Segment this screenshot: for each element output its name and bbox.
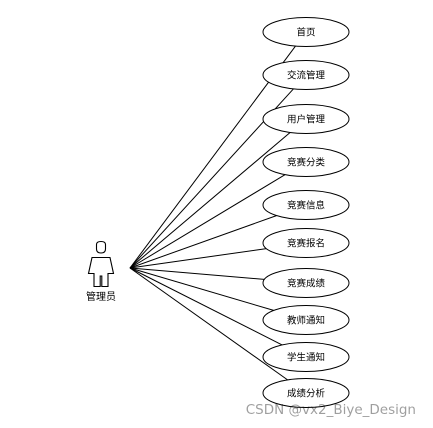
use-case-label: 竞赛信息: [287, 200, 325, 212]
actor-figure-icon: [87, 240, 115, 288]
use-case-9: 学生通知: [262, 342, 350, 372]
association-lines: [129, 45, 296, 381]
use-case-label: 成绩分析: [287, 388, 326, 400]
association-line: [129, 45, 296, 269]
association-line: [129, 267, 274, 311]
association-line: [129, 267, 288, 381]
actor-label: 管理员: [86, 290, 116, 303]
association-line: [129, 267, 283, 346]
use-case-7: 竞赛成绩: [262, 268, 350, 298]
use-case-label: 竞赛报名: [287, 238, 325, 250]
association-line: [129, 215, 277, 269]
watermark-text: CSDN @vx2_Biye_Design: [246, 402, 416, 418]
association-line: [129, 267, 265, 280]
use-case-1: 首页: [262, 17, 350, 47]
use-case-ellipse: [262, 305, 350, 335]
use-case-label: 首页: [296, 27, 315, 39]
use-case-label: 竞赛分类: [287, 157, 326, 169]
use-case-2: 交流管理: [262, 60, 350, 90]
use-case-4: 竞赛分类: [262, 147, 350, 177]
use-case-ellipse: [262, 228, 350, 258]
association-line: [129, 174, 286, 269]
association-line: [129, 248, 267, 269]
use-case-ellipse: [262, 342, 350, 372]
use-case-6: 竞赛报名: [262, 228, 350, 258]
association-line: [129, 132, 291, 269]
use-case-5: 竞赛信息: [262, 190, 350, 220]
use-case-3: 用户管理: [262, 104, 350, 134]
use-case-ellipse: [262, 268, 350, 298]
use-case-8: 教师通知: [262, 305, 350, 335]
use-case-ellipse: [262, 60, 350, 90]
use-case-label: 用户管理: [287, 114, 326, 126]
use-case-ellipse: [262, 17, 350, 47]
use-case-label: 学生通知: [287, 352, 325, 364]
actor-admin: 管理员: [86, 240, 116, 303]
use-case-ellipse: [262, 147, 350, 177]
use-case-label: 教师通知: [287, 315, 325, 327]
use-case-10: 成绩分析: [262, 378, 350, 408]
use-case-ellipse: [262, 378, 350, 408]
use-case-label: 交流管理: [287, 70, 326, 82]
use-case-ellipse: [262, 190, 350, 220]
use-case-ellipse: [262, 104, 350, 134]
use-case-label: 竞赛成绩: [287, 278, 326, 290]
